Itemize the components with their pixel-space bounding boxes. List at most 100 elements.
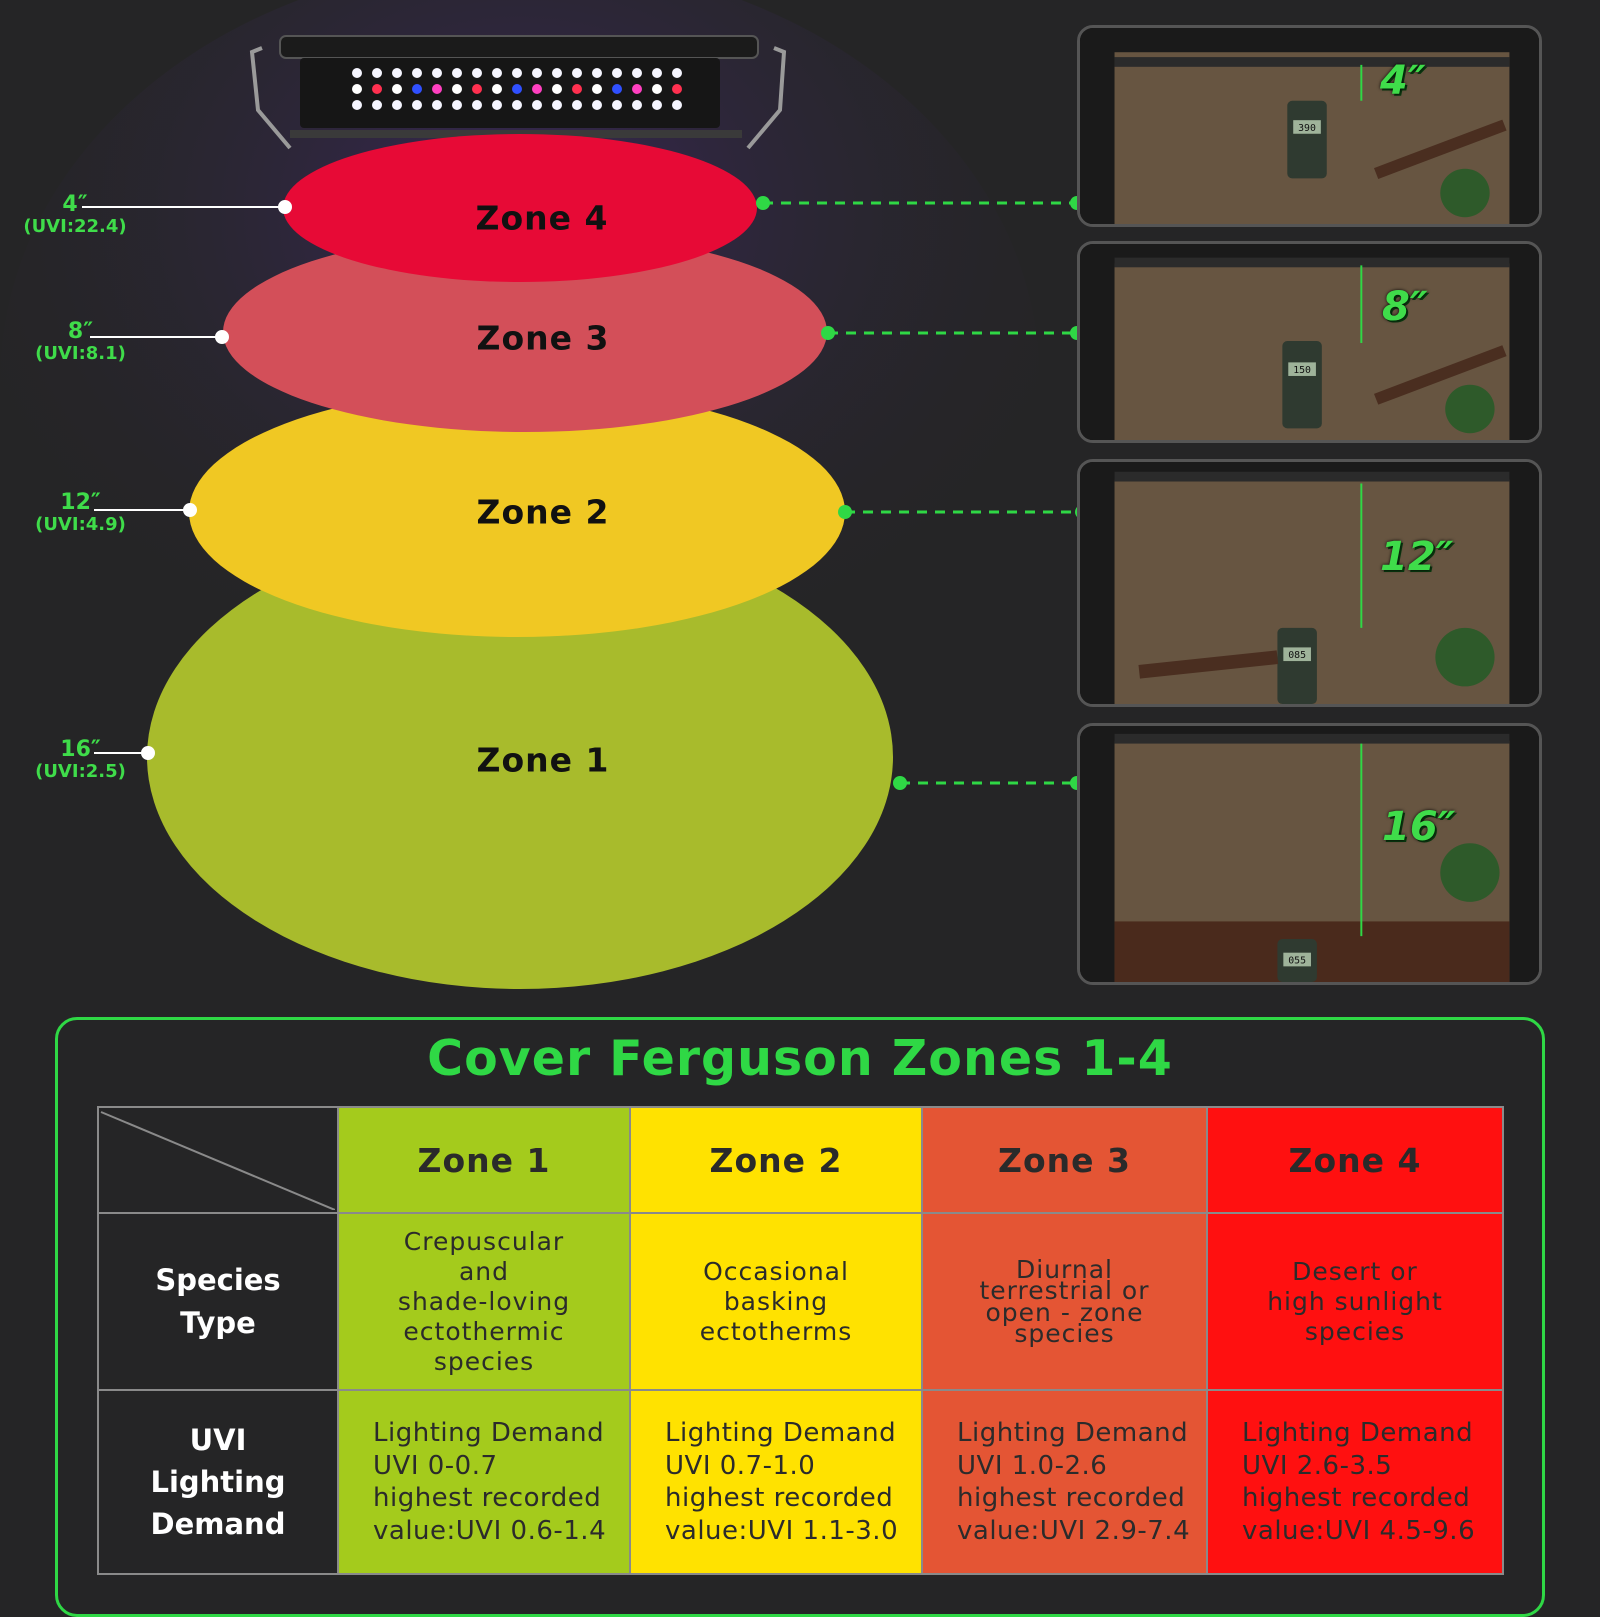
led-light — [572, 84, 582, 94]
led-light — [632, 68, 642, 78]
distance-value: 8″ — [67, 319, 94, 344]
cell-line: highest recorded — [1242, 1483, 1471, 1513]
uvi-value: (UVI:22.4) — [23, 216, 127, 238]
led-light — [372, 100, 382, 110]
uvi-cell-zone-3: Lighting Demand UVI 1.0-2.6 highest reco… — [921, 1389, 1208, 1575]
cell-line: Lighting Demand — [1242, 1418, 1474, 1448]
species-cell-zone-2: Occasional basking ectotherms — [629, 1212, 923, 1391]
cell-line: highest recorded — [373, 1483, 602, 1513]
height-label: 4″ — [1380, 58, 1426, 104]
terrarium-photo-graphic: 150 — [1080, 244, 1539, 440]
led-light — [592, 100, 602, 110]
led-light — [552, 100, 562, 110]
cell-line: Diurnal — [1016, 1255, 1113, 1284]
zone-diagram-graphic — [0, 0, 1089, 989]
led-light — [472, 100, 482, 110]
zone-2-header: Zone 2 — [629, 1106, 923, 1214]
led-light — [652, 68, 662, 78]
zone-1-distance: 16″ (UVI:2.5) — [18, 737, 143, 783]
row-header-line: Lighting — [150, 1464, 286, 1499]
led-light — [352, 68, 362, 78]
uvi-value: (UVI:4.9) — [35, 514, 126, 536]
panel-title: Cover Ferguson Zones 1-4 — [427, 1030, 1173, 1087]
cell-line: species — [433, 1346, 535, 1376]
led-light — [612, 84, 622, 94]
row-header-line: Demand — [150, 1507, 286, 1542]
led-light — [492, 100, 502, 110]
cell-line: species — [1304, 1316, 1406, 1346]
zone-3-label: Zone 3 — [476, 318, 610, 358]
led-light — [372, 68, 382, 78]
led-light — [632, 100, 642, 110]
terrarium-photo-12in: 085 12″ — [1077, 459, 1542, 707]
led-light — [512, 84, 522, 94]
led-light — [492, 68, 502, 78]
table-corner-cell — [97, 1106, 339, 1214]
cell-line: highest recorded — [665, 1483, 894, 1513]
terrarium-photo-8in: 150 8″ — [1077, 241, 1542, 443]
height-label: 16″ — [1382, 804, 1456, 850]
zone-2-distance: 12″ (UVI:4.9) — [18, 490, 143, 536]
cell-line: Lighting Demand — [665, 1418, 897, 1448]
led-light — [392, 68, 402, 78]
led-light — [452, 68, 462, 78]
meter-reading: 085 — [1288, 650, 1306, 661]
cell-line: Crepuscular — [403, 1226, 565, 1256]
led-light — [352, 84, 362, 94]
species-cell-zone-1: Crepuscular and shade-loving ectothermic… — [337, 1212, 631, 1391]
cell-line: value:UVI 0.6-1.4 — [373, 1515, 607, 1546]
cell-line: UVI 1.0-2.6 — [957, 1450, 1108, 1481]
terrarium-photo-graphic: 390 — [1080, 28, 1539, 224]
ferguson-zones-table: Zone 1 Zone 2 Zone 3 Zone 4 Species Type… — [97, 1106, 1504, 1575]
led-light — [472, 68, 482, 78]
cell-line: terrestrial or — [979, 1276, 1150, 1306]
led-light — [572, 100, 582, 110]
uvi-value: (UVI:8.1) — [35, 343, 126, 365]
zone-3-header: Zone 3 — [921, 1106, 1208, 1214]
led-light — [392, 84, 402, 94]
zone-4-distance: 4″ (UVI:22.4) — [10, 192, 140, 238]
cell-line: Desert or — [1292, 1256, 1418, 1286]
led-light — [552, 68, 562, 78]
led-light — [412, 100, 422, 110]
led-light — [532, 68, 542, 78]
cell-line: UVI 0-0.7 — [373, 1450, 498, 1481]
led-light — [592, 68, 602, 78]
led-light — [432, 100, 442, 110]
terrarium-photo-graphic: 055 — [1080, 726, 1539, 982]
cell-line: ectothermic — [403, 1316, 565, 1346]
zone-4-header: Zone 4 — [1206, 1106, 1504, 1214]
led-light — [612, 100, 622, 110]
led-light — [672, 84, 682, 94]
cell-line: value:UVI 1.1-3.0 — [665, 1515, 899, 1546]
cell-line: highest recorded — [957, 1483, 1186, 1513]
zone-2-label: Zone 2 — [476, 492, 610, 532]
led-light — [472, 84, 482, 94]
row-header-line: Type — [180, 1305, 256, 1340]
led-light — [412, 68, 422, 78]
zone-3-distance: 8″ (UVI:8.1) — [18, 319, 143, 365]
led-light — [372, 84, 382, 94]
led-light — [672, 68, 682, 78]
distance-pointers — [82, 200, 292, 760]
diagonal-divider — [100, 1111, 335, 1210]
zone-3-ellipse — [223, 232, 827, 432]
meter-reading: 390 — [1298, 123, 1316, 134]
uvi-value: (UVI:2.5) — [35, 761, 126, 783]
species-cell-zone-4: Desert or high sunlight species — [1206, 1212, 1504, 1391]
table-row: Species Type Crepuscular and shade-lovin… — [97, 1212, 1504, 1391]
uvi-demand-row-header: UVI Lighting Demand — [97, 1389, 339, 1575]
led-light — [512, 68, 522, 78]
led-light — [432, 84, 442, 94]
cell-line: species — [1014, 1318, 1115, 1348]
table-header-row: Zone 1 Zone 2 Zone 3 Zone 4 — [97, 1106, 1504, 1214]
distance-value: 16″ — [60, 737, 101, 762]
meter-reading: 150 — [1293, 365, 1311, 376]
led-light — [552, 84, 562, 94]
zone-2-ellipse — [189, 387, 845, 637]
row-header-line: UVI — [189, 1422, 247, 1457]
row-header-line: Species — [155, 1263, 281, 1298]
cell-line: open - zone — [985, 1297, 1144, 1327]
led-light — [452, 84, 462, 94]
led-light — [612, 68, 622, 78]
